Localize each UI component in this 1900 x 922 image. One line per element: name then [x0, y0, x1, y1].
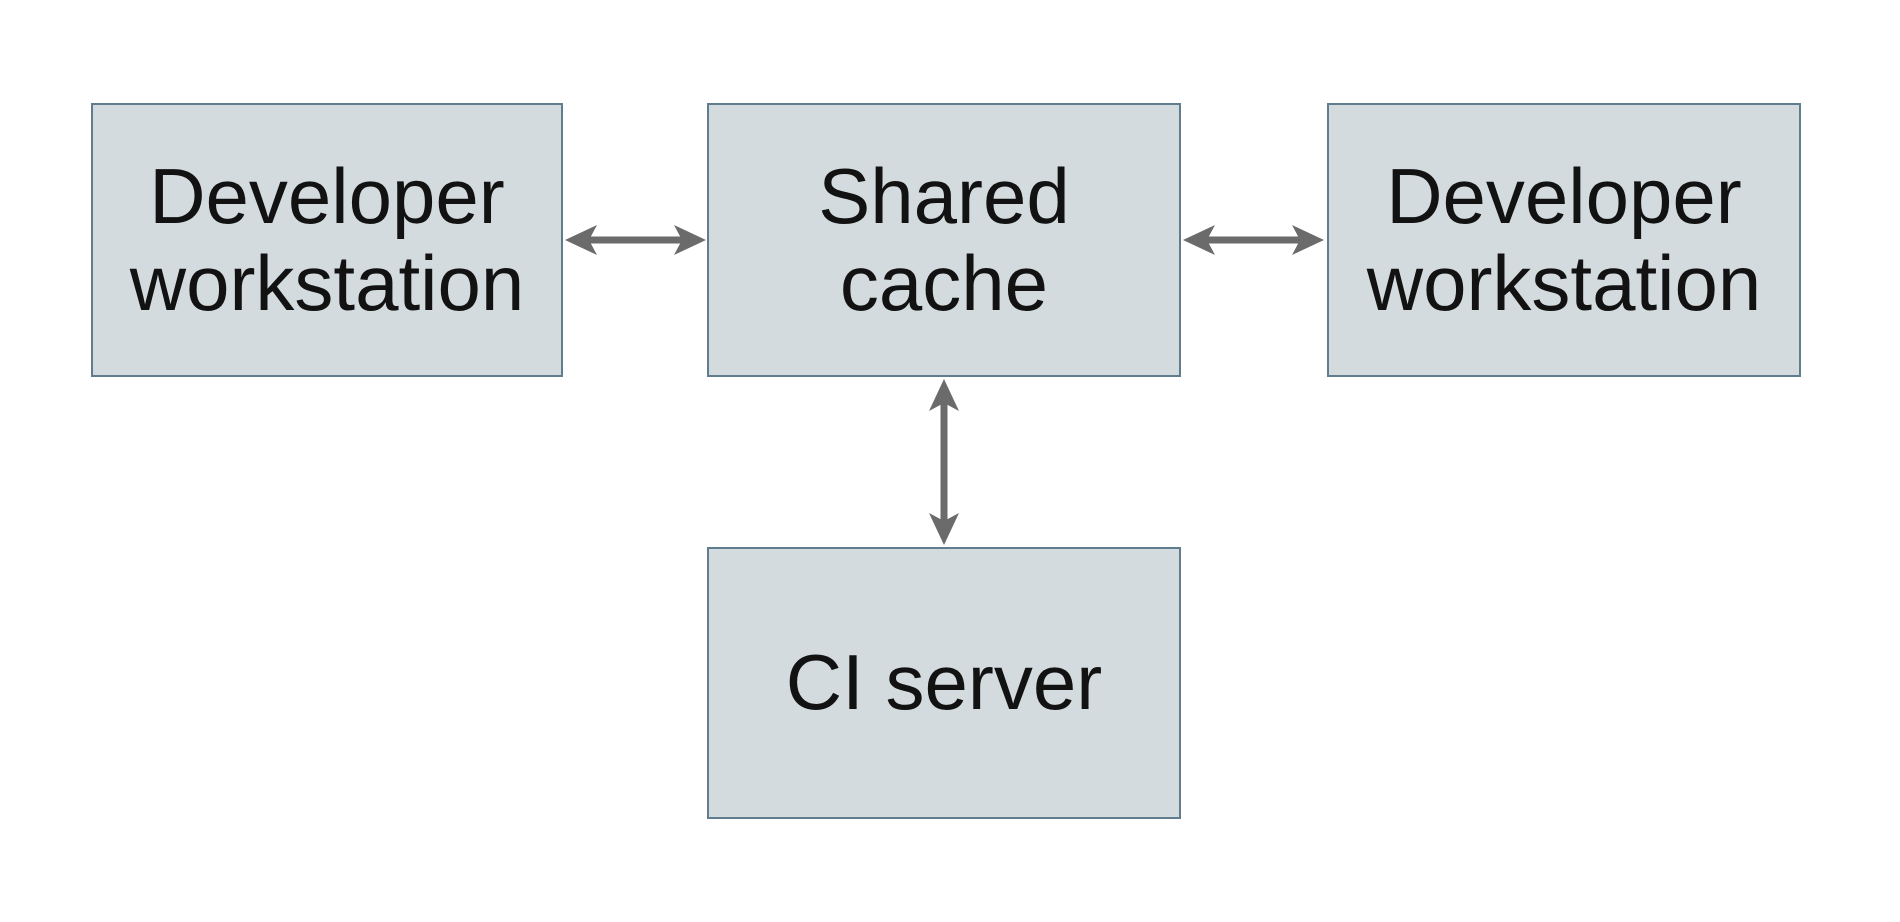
node-label-line: Shared: [818, 151, 1070, 240]
node-label-line: workstation: [129, 239, 525, 327]
bidirectional-arrow-icon: [916, 377, 972, 547]
node-label-line: workstation: [1366, 239, 1762, 327]
bidirectional-arrow-icon: [1181, 212, 1326, 268]
node-label-line: CI server: [785, 638, 1103, 727]
node-developer-workstation-left: Developer workstation: [91, 103, 563, 377]
node-label-line: cache: [839, 239, 1049, 327]
bidirectional-arrow-icon: [563, 212, 708, 268]
node-label-line: Developer: [1386, 151, 1742, 240]
node-developer-workstation-right: Developer workstation: [1327, 103, 1801, 377]
node-ci-server: CI server: [707, 547, 1181, 819]
node-shared-cache: Shared cache: [707, 103, 1181, 377]
node-label-line: Developer: [149, 151, 505, 240]
